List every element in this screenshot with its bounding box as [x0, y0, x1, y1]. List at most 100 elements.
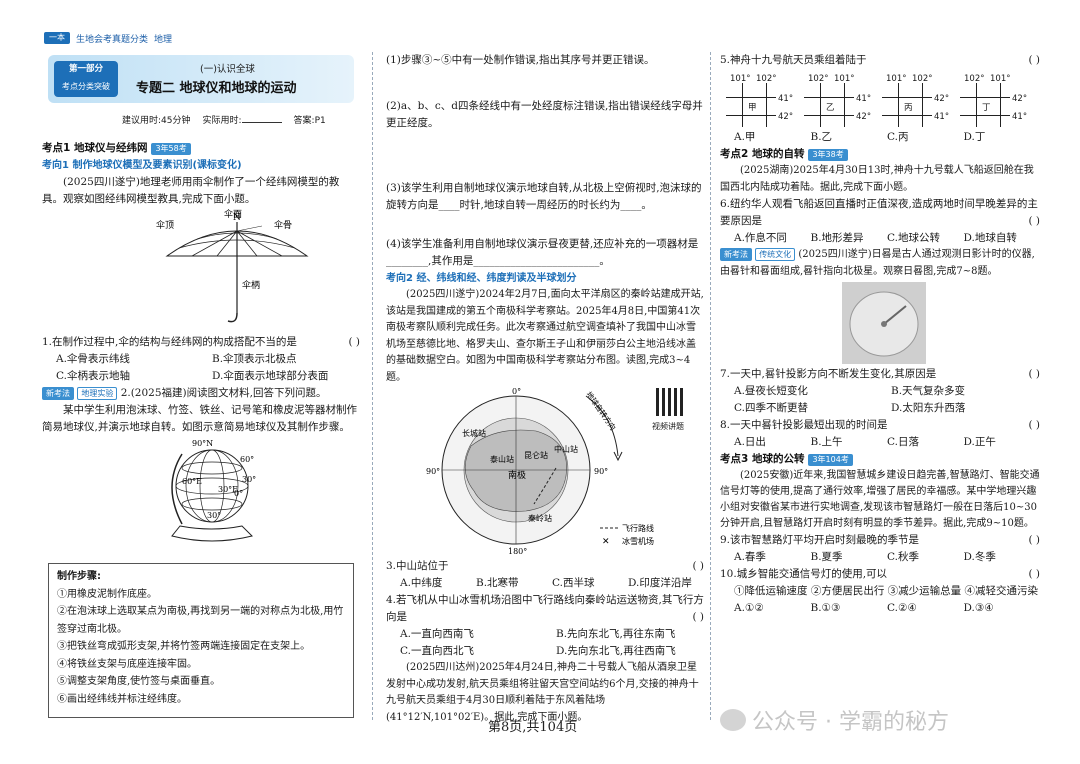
question-9: 9.该市智慧路灯平均开启时刻最晚的季节是( )	[720, 534, 1040, 546]
option[interactable]: B.伞顶表示北极点	[212, 353, 297, 365]
question-intro: (2025四川遂宁)2024年2月7日,面向太平洋扇区的秦岭站建成开站,该站是我…	[386, 289, 704, 383]
svg-text:180°: 180°	[508, 547, 527, 556]
option[interactable]: A.伞骨表示纬线	[56, 353, 130, 365]
question-items: ①降低运输速度 ②方便居民出行 ③减少运输总量 ④减轻交通污染	[734, 585, 1039, 597]
options-q4: A.一直向西南飞 B.先向东北飞,再往东南飞 C.一直向西北飞 D.先向东北飞,…	[386, 626, 704, 660]
svg-text:30°: 30°	[207, 511, 221, 520]
option[interactable]: B.先向东北飞,再往东南飞	[556, 628, 676, 640]
option[interactable]: D.伞面表示地球部分表面	[212, 370, 329, 382]
grid-option: 101° 102° 41° 42° 甲	[726, 71, 793, 127]
option[interactable]: C.四季不断更替	[734, 402, 808, 414]
option[interactable]: C.日落	[887, 436, 919, 448]
svg-text:✕: ✕	[602, 537, 610, 547]
page-title: 专题二 地球仪和地球的运动	[136, 81, 297, 96]
question-5: 5.神舟十九号航天员乘组着陆于( )	[720, 54, 1040, 66]
step: ①用橡皮泥制作底座。	[57, 588, 157, 600]
svg-text:90°: 90°	[594, 467, 608, 476]
grid-option: 102° 101° 41° 42° 乙	[804, 71, 871, 127]
sundial-photo	[842, 282, 926, 364]
option[interactable]: A.昼夜长短变化	[734, 385, 808, 397]
option[interactable]: C.地球公转	[887, 232, 940, 244]
question-intro: (2025四川遂宁)地理老师用雨伞制作了一个经纬网模型的教具。观察如图经纬网模型…	[42, 176, 340, 205]
options-q10: A.①② B.①③ C.②④ D.③④	[720, 600, 1040, 617]
qr-code[interactable]	[656, 388, 684, 416]
step: ②在泡沫球上选取某点为南极,再找到另一端的对称点为北极,用竹签穿过南北极。	[57, 606, 344, 635]
svg-text:中山站: 中山站	[554, 444, 578, 454]
option[interactable]: D.正午	[963, 436, 996, 448]
svg-text:60°E: 60°E	[182, 477, 202, 486]
option[interactable]: D.印度洋沿岸	[628, 577, 692, 589]
top-bar: 一本 生地会考真题分类 地理	[44, 30, 172, 46]
option[interactable]: D.地球自转	[963, 232, 1017, 244]
column-3: 5.神舟十九号航天员乘组着陆于( ) 101° 102° 41° 42° 甲 1…	[720, 52, 1040, 617]
question-10: 10.城乡智能交通信号灯的使用,可以( )	[720, 568, 1040, 580]
book-title: 生地会考真题分类	[76, 34, 149, 45]
option[interactable]: C.②④	[887, 602, 917, 614]
option[interactable]: D.先向东北飞,再往西南飞	[556, 645, 676, 657]
svg-text:冰雪机场: 冰雪机场	[622, 536, 654, 546]
option[interactable]: B.地形差异	[810, 232, 864, 244]
option[interactable]: D.丁	[963, 131, 986, 143]
svg-text:长城站: 长城站	[462, 428, 486, 438]
question-7: 7.一天中,晷针投影方向不断发生变化,其原因是( )	[720, 368, 1040, 380]
watermark: 公众号 · 学霸的秘方	[720, 704, 949, 736]
svg-text:泰山站: 泰山站	[490, 454, 514, 464]
option[interactable]: A.①②	[734, 602, 764, 614]
option[interactable]: B.乙	[810, 131, 833, 143]
svg-text:伞骨: 伞骨	[274, 219, 292, 231]
subtopic-label: (一)认识全球	[200, 64, 255, 75]
option[interactable]: D.③④	[963, 602, 994, 614]
option[interactable]: C.西半球	[552, 577, 595, 589]
antarctica-map: 0° 90° 90° 180° 长城站 昆仑站 泰山站 中山站 南极 秦岭站 地…	[426, 387, 654, 556]
svg-text:30°E: 30°E	[218, 485, 238, 494]
options-q8: A.日出 B.上午 C.日落 D.正午	[720, 434, 1040, 451]
brand-logo: 一本	[44, 32, 70, 44]
option[interactable]: D.冬季	[963, 551, 996, 563]
time-meta: 建议用时:45分钟 实际用时: 答案:P1	[122, 116, 326, 126]
option[interactable]: C.一直向西北飞	[400, 645, 474, 657]
globe-figure: 90°N 60° 30° 60°E 30°E 0° 30°	[171, 439, 256, 542]
question-text: 某中学生利用泡沫球、竹签、铁丝、记号笔和橡皮泥等器材制作简易地球仪,并演示地球自…	[42, 404, 357, 433]
option[interactable]: C.丙	[887, 131, 909, 143]
option[interactable]: B.①③	[810, 602, 841, 614]
lat-lon-grids: 101° 102° 41° 42° 甲 102° 101° 41° 42° 乙	[726, 71, 1040, 127]
svg-text:地球自转方向: 地球自转方向	[584, 389, 618, 432]
option[interactable]: A.日出	[734, 436, 766, 448]
options-q3: A.中纬度 B.北寒带 C.西半球 D.印度洋沿岸	[386, 575, 704, 592]
options-q9: A.春季 B.夏季 C.秋季 D.冬季	[720, 549, 1040, 566]
option[interactable]: A.春季	[734, 551, 766, 563]
wechat-icon	[720, 709, 746, 731]
option[interactable]: C.伞柄表示地轴	[56, 370, 130, 382]
option[interactable]: A.一直向西南飞	[400, 628, 474, 640]
option[interactable]: B.北寒带	[476, 577, 519, 589]
part-tab: 第一部分 考点分类突破	[54, 61, 118, 97]
svg-text:秦岭站: 秦岭站	[528, 513, 552, 523]
option[interactable]: B.夏季	[810, 551, 843, 563]
column-divider	[710, 52, 711, 720]
page-number: 第8页,共104页	[488, 720, 578, 735]
umbrella-figure: N 伞面 伞顶 伞骨 伞柄	[156, 208, 309, 323]
label-n: N	[233, 213, 241, 223]
question-2: 新考法 地理实验 2.(2025福建)阅读图文材料,回答下列问题。	[42, 385, 360, 402]
steps-box: 制作步骤: ①用橡皮泥制作底座。 ②在泡沫球上选取某点为南极,再找到另一端的对称…	[48, 563, 354, 718]
option[interactable]: D.太阳东升西落	[891, 402, 966, 414]
question-3: 3.中山站位于( )	[386, 560, 704, 572]
option[interactable]: C.秋季	[887, 551, 919, 563]
sub-question-4: (4)该学生准备利用自制地球仪演示昼夜更替,还应补充的一项器材是________…	[386, 238, 699, 267]
step: ⑤调整支架角度,使竹签与桌面垂直。	[57, 676, 221, 687]
option[interactable]: B.上午	[810, 436, 843, 448]
step: ⑥画出经纬线并标注经纬度。	[57, 693, 187, 705]
option[interactable]: B.天气复杂多变	[891, 385, 966, 397]
svg-text:昆仑站: 昆仑站	[524, 450, 548, 460]
option[interactable]: A.中纬度	[400, 577, 443, 589]
options-q1: A.伞骨表示纬线 B.伞顶表示北极点 C.伞柄表示地轴 D.伞面表示地球部分表面	[42, 351, 360, 385]
option[interactable]: A.甲	[734, 131, 756, 143]
grid-option: 102° 101° 42° 41° 丁	[960, 71, 1027, 127]
chapter-header: 第一部分 考点分类突破 (一)认识全球 专题二 地球仪和地球的运动	[48, 55, 354, 103]
svg-text:伞顶: 伞顶	[156, 219, 174, 231]
option[interactable]: A.作息不同	[734, 232, 787, 244]
svg-text:伞面: 伞面	[224, 208, 242, 220]
sub-question-1: (1)步骤③~⑤中有一处制作错误,指出其序号并更正错误。	[386, 54, 655, 66]
